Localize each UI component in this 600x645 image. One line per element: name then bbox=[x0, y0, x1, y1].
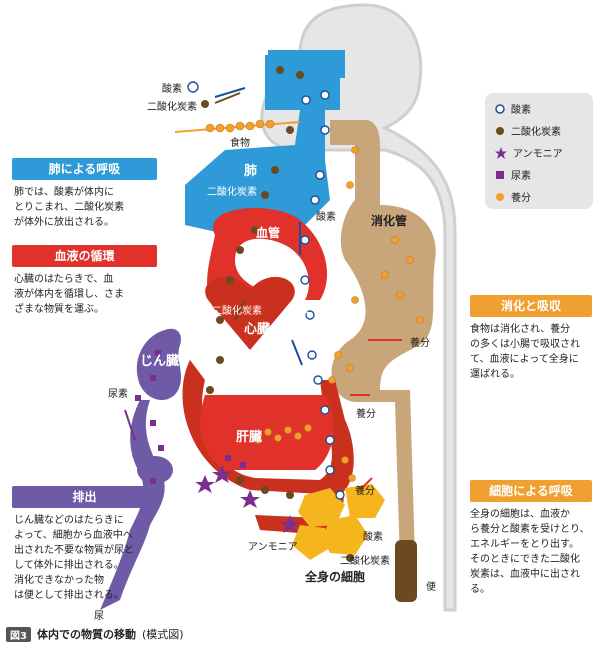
cell-box-text: 全身の細胞は、血液から養分と酸素を受けとり、エネルギーをとり出す。 そのときにで… bbox=[470, 509, 590, 595]
legend-label: 二酸化炭素 bbox=[511, 127, 561, 138]
kidney-shape bbox=[136, 328, 182, 400]
urea-markers bbox=[135, 350, 246, 484]
label-urine: 尿 bbox=[94, 611, 104, 622]
label-ammonia: アンモニア bbox=[248, 542, 298, 553]
blood-box-title: 血液の循環 bbox=[12, 245, 157, 267]
blood-box-text: 心臓のはたらきで、血液が体内を循環し、さまざまな物質を運ぶ。 bbox=[14, 274, 124, 315]
label-nutrient-3: 養分 bbox=[355, 486, 375, 497]
legend-label: 尿素 bbox=[511, 171, 531, 182]
co2-markers bbox=[201, 66, 354, 562]
label-co2-lung: 二酸化炭素 bbox=[207, 187, 257, 198]
nutrient-markers bbox=[205, 119, 424, 482]
figure-caption: 図3 体内での物質の移動 (模式図) bbox=[6, 626, 184, 642]
label-oxygen-heart: 酸素 bbox=[290, 307, 310, 318]
label-co2-cell: 二酸化炭素 bbox=[340, 556, 390, 567]
legend-item-co2: 二酸化炭素 bbox=[495, 123, 561, 138]
figure-subtitle: (模式図) bbox=[141, 628, 184, 641]
label-vessel: 血管 bbox=[256, 226, 281, 240]
rectum bbox=[395, 540, 417, 602]
legend-item-oxygen: 酸素 bbox=[495, 101, 531, 116]
label-co2-heart: 二酸化炭素 bbox=[212, 306, 262, 317]
ammonia-icon bbox=[495, 146, 507, 159]
cell-cluster bbox=[292, 484, 385, 560]
oxygen-icon bbox=[495, 103, 505, 114]
urea-icon bbox=[496, 170, 504, 179]
label-lung: 肺 bbox=[244, 164, 258, 179]
lung-shape bbox=[185, 55, 340, 235]
label-oxygen-cell: 酸素 bbox=[363, 532, 383, 543]
legend: 酸素 二酸化炭素 アンモニア 尿素 養分 bbox=[485, 93, 593, 209]
label-urea: 尿素 bbox=[108, 389, 128, 400]
label-oxygen-top: 酸素 bbox=[162, 84, 182, 95]
figure-title: 体内での物質の移動 bbox=[36, 628, 136, 641]
label-cells: 全身の細胞 bbox=[305, 570, 366, 584]
airway-tube bbox=[268, 50, 345, 95]
digestion-box-title: 消化と吸収 bbox=[470, 295, 592, 317]
ammonia-markers bbox=[195, 465, 300, 533]
label-stool: 便 bbox=[426, 582, 436, 593]
legend-label: 養分 bbox=[511, 193, 531, 204]
label-heart: 心臓 bbox=[244, 322, 271, 337]
lungs-box-text: 肺では、酸素が体内にとりこまれ、二酸化炭素が体外に放出される。 bbox=[14, 187, 125, 228]
oxygen-markers bbox=[187, 81, 345, 500]
nutrient-icon bbox=[496, 192, 504, 201]
co2-icon bbox=[496, 126, 504, 135]
label-oxygen-mid: 酸素 bbox=[316, 212, 336, 223]
legend-item-ammonia: アンモニア bbox=[495, 145, 563, 160]
figure-badge: 図3 bbox=[6, 626, 31, 642]
excretion-box-text: じん臓などのはたらきによって、細胞から血液中へ出された不要な物質が尿と して体外… bbox=[14, 515, 134, 601]
label-co2-top: 二酸化炭素 bbox=[147, 102, 197, 113]
legend-label: アンモニア bbox=[513, 149, 563, 160]
digestion-box-text: 食物は消化され、養分の多くは小腸で吸収されて、血液によって全身に運ばれる。 bbox=[470, 324, 580, 380]
cell-box-title: 細胞による呼吸 bbox=[470, 480, 592, 502]
label-nutrient-2: 養分 bbox=[356, 409, 376, 420]
legend-label: 酸素 bbox=[511, 105, 531, 116]
label-digestive: 消化管 bbox=[371, 214, 408, 228]
legend-item-nutrient: 養分 bbox=[495, 189, 531, 204]
heart-shape bbox=[205, 276, 295, 350]
lungs-box-title: 肺による呼吸 bbox=[12, 158, 157, 180]
label-food: 食物 bbox=[230, 138, 250, 149]
excretion-box-title: 排出 bbox=[12, 486, 157, 508]
label-kidney: じん臓 bbox=[140, 354, 180, 369]
legend-item-urea: 尿素 bbox=[495, 167, 531, 182]
label-liver: 肝臓 bbox=[236, 430, 263, 445]
label-nutrient-1: 養分 bbox=[410, 338, 430, 349]
ureter bbox=[100, 400, 165, 610]
bladder bbox=[137, 456, 173, 484]
